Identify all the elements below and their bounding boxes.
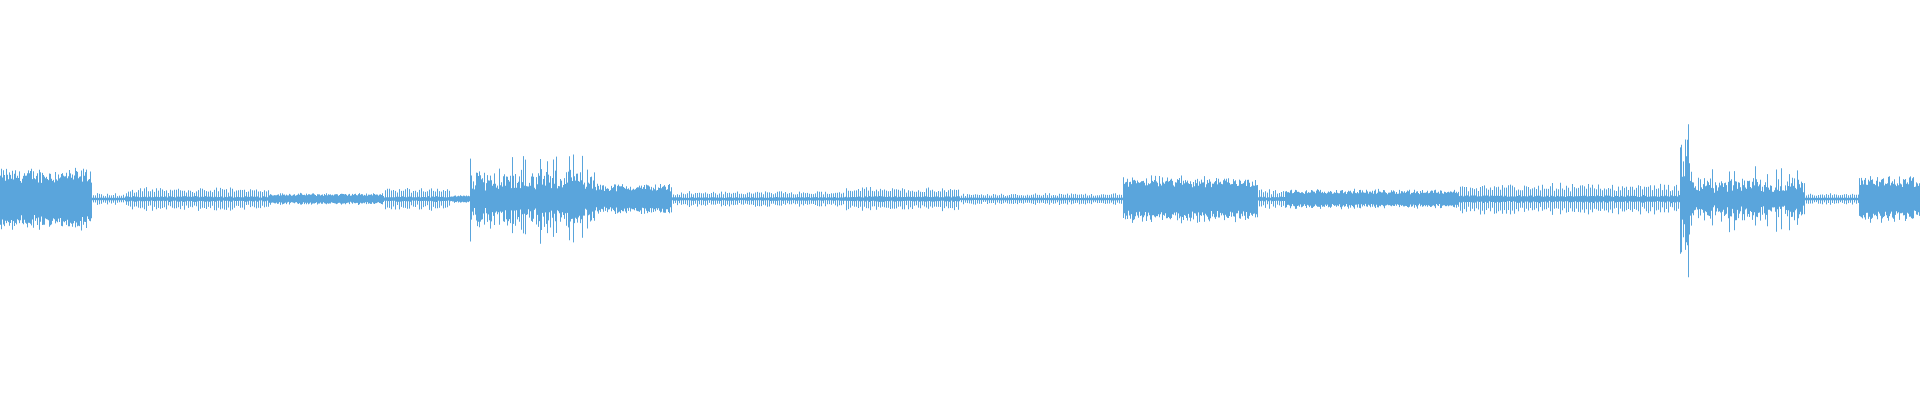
waveform-bars bbox=[0, 124, 1920, 278]
waveform-path bbox=[0, 124, 1920, 278]
